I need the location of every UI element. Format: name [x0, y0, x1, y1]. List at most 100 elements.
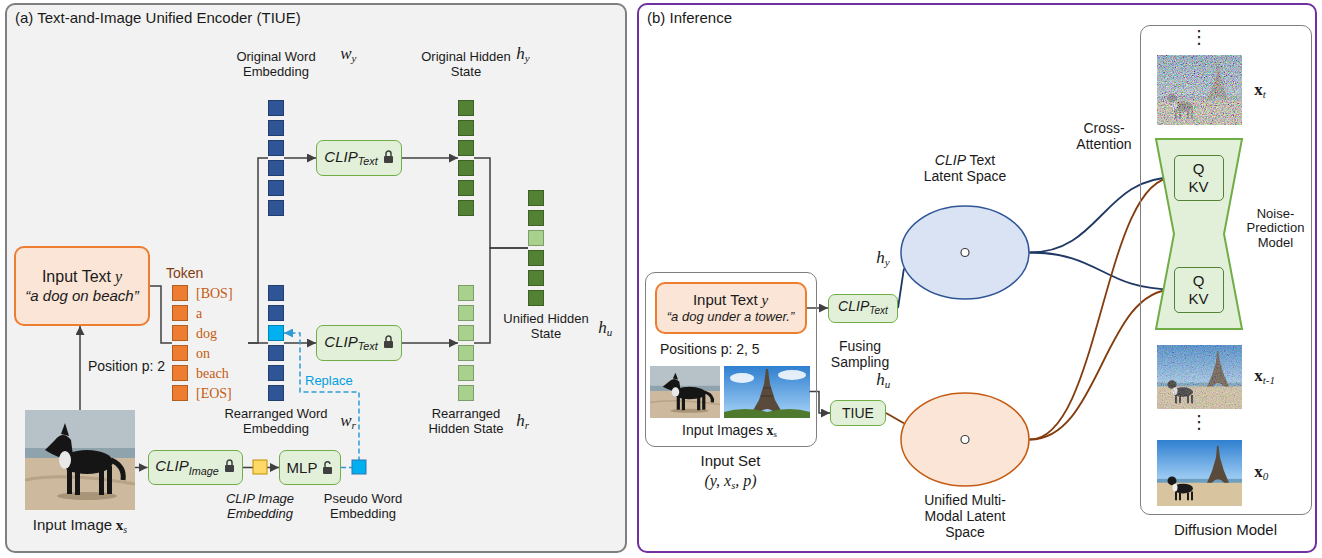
- edge-label: Replace: [305, 374, 353, 389]
- node-heading: Token: [166, 265, 203, 281]
- annotation: Positions p: 2, 5: [660, 341, 760, 357]
- text: t-1: [1263, 374, 1275, 386]
- attention-box: QKV: [1174, 155, 1224, 201]
- embedding-square: [458, 305, 474, 321]
- connector: [1030, 178, 1174, 253]
- text: CLIP: [838, 298, 869, 314]
- text: CLIP: [324, 148, 357, 165]
- connector: [474, 248, 528, 343]
- embedding-square: [458, 140, 474, 156]
- text: r: [525, 419, 529, 431]
- text: u: [607, 326, 613, 338]
- annotation: Cross-Attention: [1072, 120, 1136, 152]
- connector: [886, 413, 904, 423]
- output-image: [1157, 440, 1242, 506]
- embedding-square: [268, 285, 284, 301]
- text: ⋮: [1190, 412, 1208, 432]
- text: ⋮: [1190, 27, 1208, 47]
- embedding-square: [268, 100, 284, 116]
- embedding-square: [268, 365, 284, 381]
- connector: [248, 158, 268, 343]
- lock-shackle: [325, 461, 330, 466]
- connector: [1030, 178, 1174, 440]
- encoder-box: CLIPText: [316, 140, 402, 176]
- node-heading: Input Set: [645, 452, 817, 469]
- connector: [248, 342, 268, 344]
- connector: [402, 157, 458, 159]
- text: x: [1254, 366, 1263, 385]
- embedding-square: [458, 325, 474, 341]
- encoder-box: CLIPImage: [148, 450, 243, 485]
- annotation: Fusing Sampling: [822, 338, 898, 370]
- embedding-square: [528, 230, 544, 246]
- node-text: TIUE: [842, 405, 874, 422]
- text: KV: [1188, 290, 1208, 307]
- node-heading: [BOS]: [196, 285, 233, 302]
- latent-point-layer: [900, 392, 1030, 487]
- text: Input Set: [700, 452, 760, 469]
- text: MLP: [287, 459, 318, 476]
- text: Original Word Embedding: [236, 49, 315, 79]
- lock-shackle: [227, 460, 232, 465]
- lock-icon: [383, 150, 394, 163]
- text: Rearranged Hidden State: [428, 406, 503, 436]
- text: r: [352, 419, 356, 431]
- mlp-box: MLP: [279, 450, 341, 485]
- diffusion-box: Diffusion ModelNoise-Prediction ModelQKV…: [1140, 25, 1312, 515]
- annotation: ⋮: [1189, 412, 1209, 433]
- lock-body: [384, 341, 393, 348]
- encoder-box: TIUE: [830, 400, 886, 426]
- connector: [284, 157, 316, 159]
- text: s: [731, 480, 735, 491]
- annotation: Pseudo Word Embedding: [318, 492, 408, 522]
- node-text: MLP: [287, 459, 334, 477]
- lock-shackle: [386, 151, 391, 156]
- annotation: ⋮: [1189, 27, 1209, 48]
- text: KV: [1188, 178, 1208, 195]
- noise-prediction-model: Noise-Prediction ModelQKVQKV: [1155, 138, 1243, 330]
- node-heading: Original Hidden State: [418, 50, 514, 80]
- node-text: Q: [1193, 160, 1205, 178]
- text: Position p: 2: [88, 358, 165, 374]
- text: h: [876, 248, 885, 267]
- lock-body: [384, 156, 393, 163]
- text: CLIP: [935, 152, 966, 168]
- text: “a dog under a tower.”: [667, 309, 794, 324]
- embedding-square: [458, 180, 474, 196]
- embedding-square: [458, 285, 474, 301]
- node-heading: a: [196, 305, 202, 322]
- text: s: [773, 429, 777, 439]
- node-text: CLIPText: [838, 298, 888, 317]
- text: 0: [1263, 470, 1269, 482]
- pseudo-word-embedding: [352, 460, 366, 474]
- text: Original Hidden State: [421, 49, 511, 79]
- text: Pseudo Word Embedding: [324, 491, 403, 521]
- text: y: [115, 268, 122, 285]
- embedding-square: [528, 270, 544, 286]
- text: dog: [196, 326, 217, 341]
- panel: (b) InferenceInput Set(y, xs, p)Input Te…: [637, 3, 1317, 553]
- embedding-column: Rearranged Word Embeddingwr: [268, 285, 284, 401]
- text: a: [196, 306, 202, 321]
- node-text: Q: [1193, 272, 1205, 290]
- node-text: CLIPText: [324, 333, 393, 353]
- text: h: [876, 370, 885, 389]
- node-heading: Rearranged Hidden State: [418, 407, 514, 437]
- embedding-square: [458, 365, 474, 381]
- text: CLIP: [155, 457, 188, 474]
- embedding-square: [172, 345, 188, 361]
- panel: (a) Text-and-Image Unified Encoder (TIUE…: [5, 3, 627, 553]
- text: y: [352, 52, 357, 64]
- text: s: [123, 524, 127, 535]
- input-set-box: Input Set(y, xs, p)Input Texty“a dog und…: [645, 272, 817, 447]
- text: t: [1263, 88, 1266, 100]
- text: h: [516, 44, 525, 63]
- lock-icon: [383, 335, 394, 348]
- input-image: [724, 366, 810, 418]
- embedding-square: [458, 160, 474, 176]
- text: Image: [189, 465, 219, 477]
- node-text: “a dog under a tower.”: [667, 309, 794, 325]
- node-text: Input Texty: [693, 291, 768, 309]
- node-heading: Noise-Prediction Model: [1244, 207, 1308, 252]
- text: x: [1254, 80, 1263, 99]
